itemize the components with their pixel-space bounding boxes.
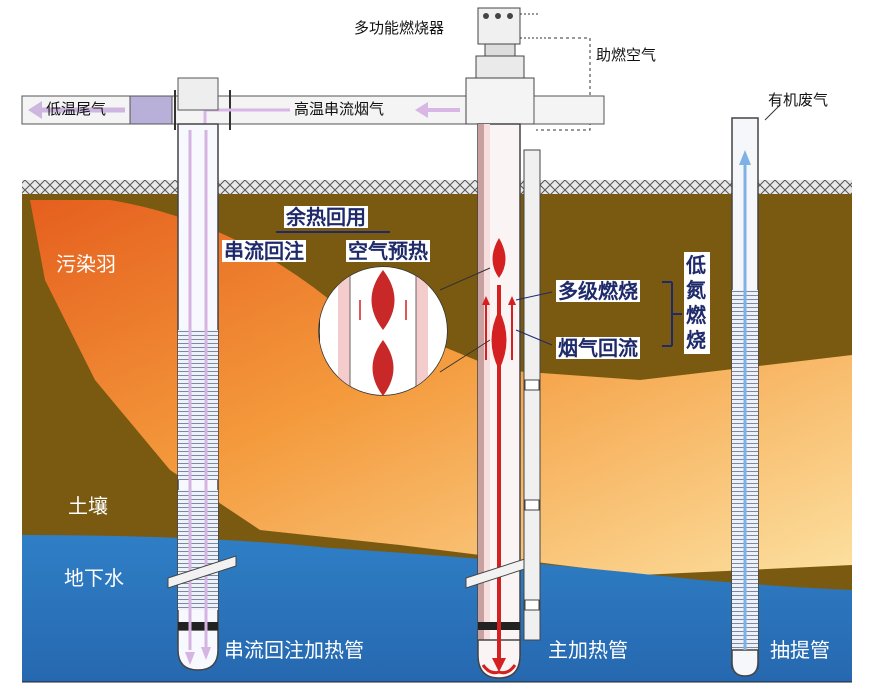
duct-valve	[129, 95, 173, 125]
combustion-air-label: 助燃空气	[596, 46, 657, 64]
contamination-plume	[30, 200, 852, 575]
air-preheat-label: 空气预热	[346, 239, 430, 263]
burner-label: 多功能燃烧器	[354, 19, 445, 37]
groundwater-layer	[22, 535, 852, 682]
reinjection-pipe-label: 串流回注加热管	[224, 638, 364, 662]
multi-stage-label: 多级燃烧	[556, 279, 640, 303]
low-nox-label: 低氮燃烧	[684, 252, 710, 354]
extraction-pipe-label: 抽提管	[770, 638, 830, 662]
soil-label: 土壤	[68, 494, 108, 518]
serial-reinjection-label: 串流回注	[222, 239, 306, 263]
plume-label: 污染羽	[56, 252, 116, 276]
waste-heat-label: 余热回用	[284, 205, 368, 229]
flue-recirculation-label: 烟气回流	[556, 336, 640, 360]
main-pipe-label: 主加热管	[548, 638, 628, 662]
air-inlet	[533, 95, 605, 125]
flame	[492, 238, 506, 278]
low-temp-exhaust-label: 低温尾气	[46, 100, 107, 118]
high-temp-flue-label: 高温串流烟气	[294, 100, 385, 118]
ground-surface	[22, 180, 852, 194]
groundwater-label: 地下水	[64, 566, 124, 590]
organic-gas-label: 有机废气	[768, 91, 829, 109]
